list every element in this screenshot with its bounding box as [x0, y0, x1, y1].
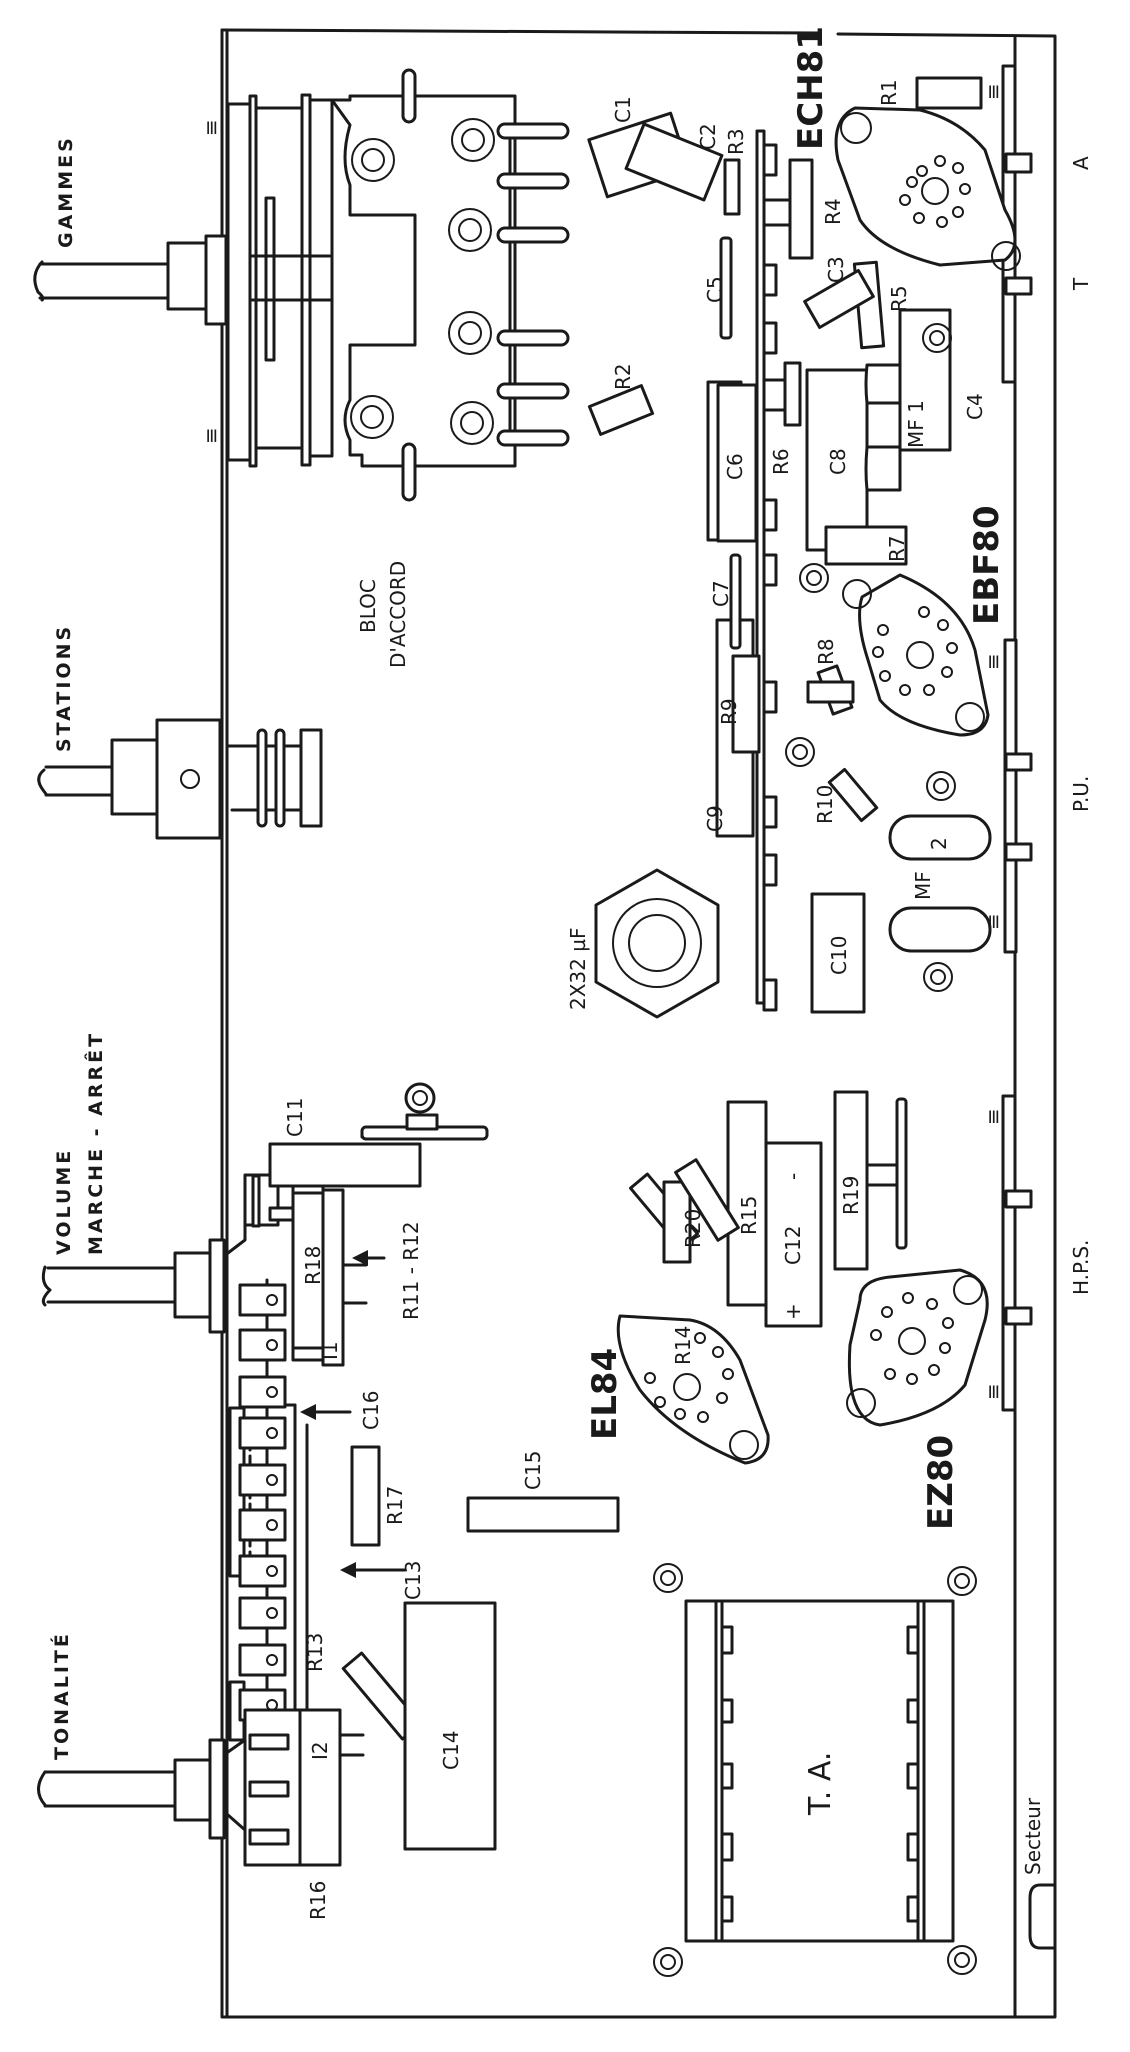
bloc-label: BLOC: [356, 579, 380, 633]
ground-mark: ≡: [981, 653, 1005, 670]
r9-label: R9: [717, 698, 741, 725]
bloc-pins: [496, 122, 570, 447]
c14-capacitor: [403, 1601, 497, 1851]
ebf80-label: EBF80: [967, 505, 1007, 625]
terminal-a-label: A: [1069, 156, 1093, 170]
terminal-t-label: T: [1069, 277, 1093, 291]
c2-label: C2: [696, 123, 720, 150]
c12-minus-label: -: [781, 1173, 805, 1180]
tube-socket-ez80: [846, 1268, 989, 1427]
ground-mark: ≡: [199, 427, 223, 444]
r18-label: R18: [301, 1246, 325, 1285]
lug-strip: [228, 1278, 309, 1857]
accord-label: D'ACCORD: [386, 561, 410, 668]
c9-label: C9: [703, 805, 727, 832]
tonalite-label: TONALITÉ: [50, 1631, 73, 1760]
mf2-label-b: 2: [927, 837, 951, 850]
filter-cap-label: 2X32 µF: [566, 928, 590, 1010]
terminal-hps-label: H.P.S.: [1069, 1240, 1093, 1295]
r4-label: R4: [821, 198, 845, 225]
c8-label: C8: [826, 448, 850, 475]
tube-socket-ebf80: [842, 573, 990, 737]
c4-label: C4: [963, 393, 987, 420]
gammes-label: GAMMES: [55, 135, 77, 248]
arrow-r11-r12: [352, 1250, 386, 1266]
stations-label: STATIONS: [53, 624, 75, 752]
secteur-label: Secteur: [1021, 1797, 1045, 1875]
tube-socket-ech81: [834, 106, 1021, 271]
terminal-strip-antenna: [1001, 64, 1057, 1950]
r20-label: R20: [681, 1209, 705, 1248]
r1-label: R1: [877, 79, 901, 106]
solder-lug-icon: [238, 1283, 287, 1722]
r17-label: R17: [383, 1486, 407, 1525]
c10-label: C10: [827, 936, 851, 975]
ground-mark: ≡: [981, 1383, 1005, 1400]
c3-label: C3: [824, 256, 848, 283]
r11-r12-label: R11 - R12: [399, 1221, 423, 1320]
tube-socket-el84: [616, 1314, 770, 1465]
r15-label: R15: [737, 1196, 761, 1235]
volume-label: VOLUME: [53, 1148, 75, 1255]
ground-mark: ≡: [981, 913, 1005, 930]
i2-label: I2: [308, 1741, 332, 1760]
r17-resistor: [350, 1445, 381, 1547]
r2-label: R2: [611, 363, 635, 390]
c13-label: C13: [401, 1561, 425, 1600]
r16-label: R16: [306, 1881, 330, 1920]
c6-label: C6: [723, 453, 747, 480]
r6-label: R6: [769, 448, 793, 475]
marche-arret-label: MARCHE - ARRÊT: [84, 1031, 107, 1255]
gammes-control[interactable]: [33, 68, 570, 502]
c1-label: C1: [611, 96, 635, 123]
coil-adjuster-icon: [350, 118, 495, 445]
el84-label: EL84: [585, 1348, 625, 1440]
tonalite-control[interactable]: [37, 1708, 365, 1867]
i1-label: I1: [318, 1341, 342, 1360]
mf1-label: MF 1: [904, 400, 928, 448]
c5-label: C5: [703, 276, 727, 303]
power-components: [629, 1090, 908, 1328]
ground-mark: ≡: [199, 119, 223, 136]
ground-mark: ≡: [981, 83, 1005, 100]
c7-label: C7: [709, 580, 733, 607]
volume-control[interactable]: [41, 1082, 489, 1367]
r3-label: R3: [724, 128, 748, 155]
r13-label: R13: [303, 1633, 327, 1672]
ech81-label: ECH81: [791, 26, 831, 150]
mf2-label-a: MF: [911, 871, 935, 900]
r8-label: R8: [814, 638, 838, 665]
power-transformer: [684, 1599, 955, 1943]
c14-label: C14: [439, 1731, 463, 1770]
c15-label: C15: [521, 1451, 545, 1490]
r5-label: R5: [887, 285, 911, 312]
c15-capacitor: [466, 1496, 620, 1533]
r19-label: R19: [839, 1176, 863, 1215]
filter-capacitor: [594, 868, 720, 1019]
r10-label: R10: [813, 785, 837, 824]
c11-label: C11: [283, 1098, 307, 1137]
c12-plus-label: +: [781, 1303, 805, 1320]
arrow-c13: [340, 1562, 407, 1578]
transformer-label: T. A.: [803, 1752, 838, 1816]
rf-components: [587, 76, 992, 1014]
stations-control[interactable]: [37, 718, 323, 840]
terminal-pu-label: P.U.: [1069, 776, 1093, 812]
r7-label: R7: [885, 535, 909, 562]
r14-label: R14: [671, 1326, 695, 1365]
c16-label: C16: [359, 1391, 383, 1430]
c12-label: C12: [781, 1226, 805, 1265]
mounting-hole-icon: [653, 1563, 977, 1977]
arrow-c16: [300, 1404, 352, 1420]
ez80-label: EZ80: [921, 1435, 961, 1530]
ground-mark: ≡: [981, 1108, 1005, 1125]
